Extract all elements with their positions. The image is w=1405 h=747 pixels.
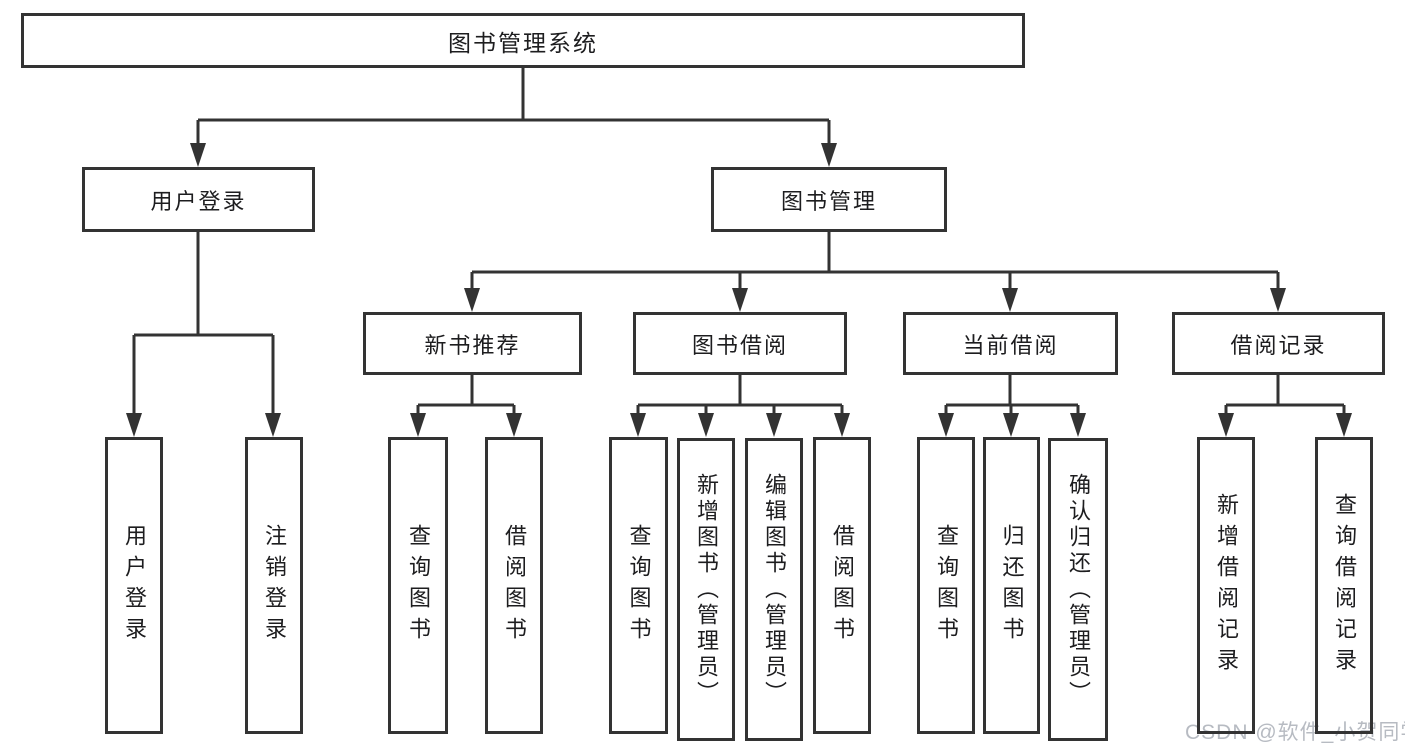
leaf-query-books-recommend-label: 查询图书 bbox=[406, 523, 431, 648]
connector-user-login bbox=[126, 232, 281, 437]
node-library-system: 图书管理系统 bbox=[21, 13, 1025, 68]
leaf-query-books-current-label: 查询图书 bbox=[934, 523, 959, 648]
connector-new-book-recommend bbox=[410, 375, 522, 437]
leaf-query-books-current: 查询图书 bbox=[917, 437, 975, 734]
leaf-logout-label: 注销登录 bbox=[262, 523, 287, 648]
node-book-borrowing-label: 图书借阅 bbox=[691, 332, 788, 358]
csdn-watermark: CSDN @软件_小贺同学 bbox=[1185, 721, 1405, 744]
leaf-logout: 注销登录 bbox=[245, 437, 303, 734]
leaf-add-borrow-record: 新增借阅记录 bbox=[1197, 437, 1255, 734]
leaf-add-book-admin-label: 新增图书（管理员） bbox=[694, 472, 719, 707]
leaf-confirm-return-admin: 确认归还（管理员） bbox=[1048, 438, 1108, 741]
connector-borrowing-records bbox=[1218, 375, 1352, 437]
node-library-system-label: 图书管理系统 bbox=[448, 29, 598, 56]
leaf-add-book-admin: 新增图书（管理员） bbox=[677, 438, 735, 741]
leaf-query-books-borrowing-label: 查询图书 bbox=[626, 523, 652, 648]
connector-current-borrowing bbox=[938, 375, 1086, 437]
leaf-borrow-books-recommend: 借阅图书 bbox=[485, 437, 543, 734]
connector-book-borrowing bbox=[630, 375, 850, 437]
node-new-book-recommend-label: 新书推荐 bbox=[424, 332, 521, 358]
node-book-borrowing: 图书借阅 bbox=[633, 312, 847, 375]
leaf-user-login: 用户登录 bbox=[105, 437, 163, 734]
node-user-login-label: 用户登录 bbox=[150, 188, 247, 214]
leaf-query-books-recommend: 查询图书 bbox=[388, 437, 448, 734]
node-current-borrowing: 当前借阅 bbox=[903, 312, 1118, 375]
connector-book-management bbox=[464, 232, 1286, 312]
node-borrowing-records-label: 借阅记录 bbox=[1230, 332, 1327, 358]
leaf-return-book-label: 归还图书 bbox=[999, 523, 1025, 648]
leaf-return-book: 归还图书 bbox=[983, 437, 1040, 734]
leaf-borrow-books-borrowing-label: 借阅图书 bbox=[830, 523, 855, 648]
leaf-edit-book-admin-label: 编辑图书（管理员） bbox=[762, 472, 787, 707]
leaf-borrow-books-borrowing: 借阅图书 bbox=[813, 437, 871, 734]
leaf-query-books-borrowing: 查询图书 bbox=[609, 437, 668, 734]
connector-root bbox=[190, 68, 837, 167]
node-book-management: 图书管理 bbox=[711, 167, 947, 232]
node-user-login: 用户登录 bbox=[82, 167, 315, 232]
node-borrowing-records: 借阅记录 bbox=[1172, 312, 1385, 375]
leaf-add-borrow-record-label: 新增借阅记录 bbox=[1214, 492, 1239, 679]
node-book-management-label: 图书管理 bbox=[780, 188, 877, 214]
leaf-query-borrow-record-label: 查询借阅记录 bbox=[1332, 492, 1357, 679]
leaf-query-borrow-record: 查询借阅记录 bbox=[1315, 437, 1373, 734]
leaf-edit-book-admin: 编辑图书（管理员） bbox=[745, 438, 803, 741]
leaf-confirm-return-admin-label: 确认归还（管理员） bbox=[1066, 472, 1091, 707]
node-new-book-recommend: 新书推荐 bbox=[363, 312, 582, 375]
node-current-borrowing-label: 当前借阅 bbox=[962, 332, 1059, 358]
leaf-borrow-books-recommend-label: 借阅图书 bbox=[502, 523, 527, 648]
leaf-user-login-label: 用户登录 bbox=[122, 523, 147, 648]
